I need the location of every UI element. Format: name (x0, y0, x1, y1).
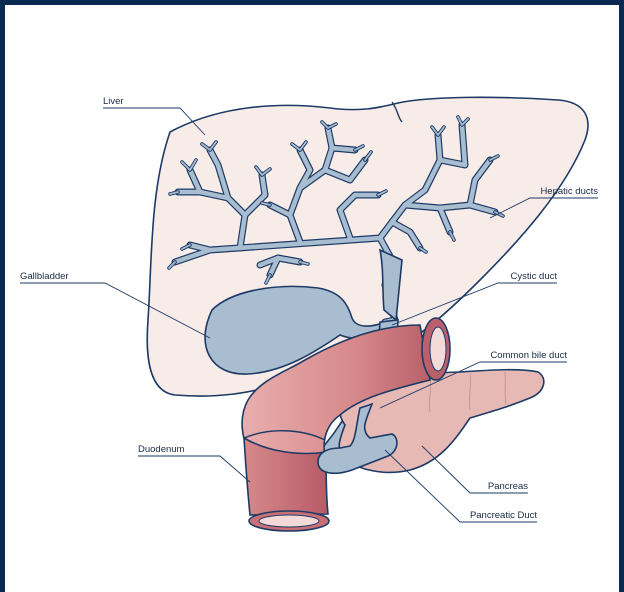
label-pancreatic-duct: Pancreatic Duct (470, 510, 537, 521)
leader-duodenum (138, 456, 250, 482)
label-common-bile-duct: Common bile duct (490, 350, 567, 361)
duodenum-upper-lumen (430, 327, 446, 371)
label-hepatic-ducts: Hepatic ducts (540, 186, 598, 197)
label-liver: Liver (103, 96, 124, 107)
label-cystic-duct: Cystic duct (511, 271, 558, 282)
label-duodenum: Duodenum (138, 444, 185, 455)
duodenum-lower-lumen (259, 515, 319, 527)
label-gallbladder: Gallbladder (20, 271, 69, 282)
label-pancreas: Pancreas (488, 481, 528, 492)
